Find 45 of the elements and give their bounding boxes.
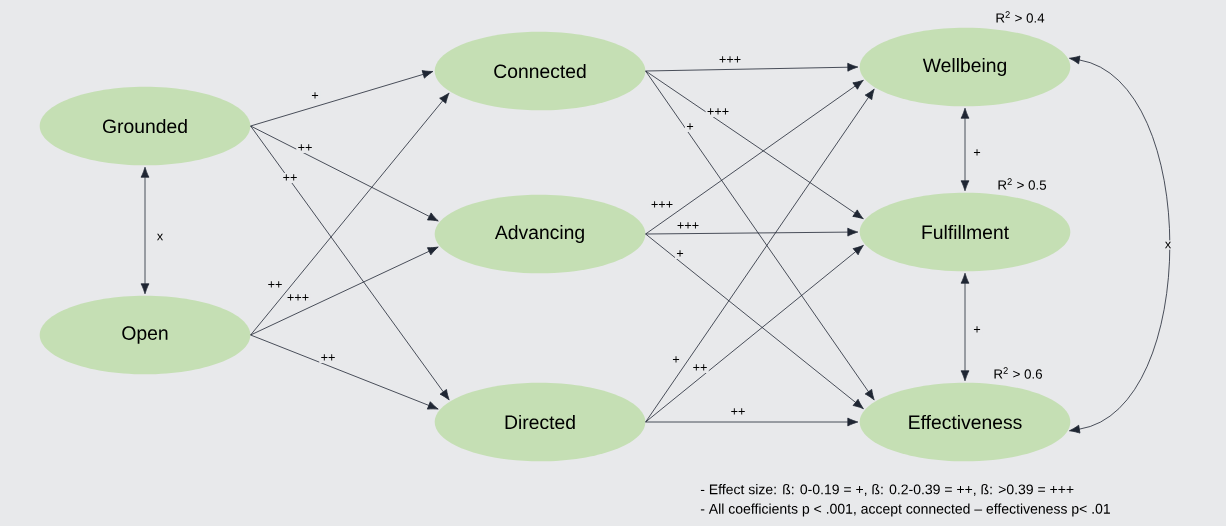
- arrow: [250, 92, 450, 336]
- edge-label: +++: [285, 293, 311, 303]
- note-text: - All coefficients p < .001, accept connected – effectiveness p< .01: [700, 503, 1110, 517]
- edge-label: ++: [319, 353, 337, 363]
- arrow: [140, 166, 150, 295]
- arrow: [1069, 55, 1171, 434]
- ellipse-node: Fulfillment: [859, 192, 1071, 272]
- edge-label: ++: [691, 363, 709, 373]
- edge-label: +: [310, 91, 321, 101]
- ellipse-node: Advancing: [434, 194, 646, 274]
- edge-label: +++: [705, 107, 731, 117]
- arrow: [250, 70, 434, 127]
- ellipse-node: Directed: [434, 382, 646, 462]
- note-text: - Effect size: ß: 0-0.19 = +, ß: 0.2-0.39 = ++, ß: >0.39 = +++: [700, 484, 1074, 496]
- r-squared-label: R$^{2}$ > 0.4: [996, 11, 1045, 23]
- ellipse-node: Open: [39, 295, 251, 375]
- ellipse-node: Effectiveness: [859, 382, 1071, 462]
- arrow: [250, 125, 439, 222]
- ellipse-node: Wellbeing: [859, 27, 1071, 107]
- edge-label: +: [685, 122, 696, 132]
- edge-label: +: [675, 249, 686, 259]
- r-squared-label: R$^{2}$ > 0.6: [994, 367, 1043, 379]
- edge-label: +: [972, 325, 983, 335]
- arrow: [250, 246, 439, 336]
- arrow: [960, 272, 970, 382]
- edge-label: +: [972, 148, 983, 158]
- arrow: [645, 227, 859, 237]
- edge-label: x: [155, 232, 165, 242]
- edge-label: +: [671, 355, 682, 365]
- arrow: [645, 62, 859, 72]
- edge-label: ++: [296, 143, 314, 153]
- edge-label: ++: [266, 280, 284, 290]
- edge-label: +++: [717, 55, 743, 65]
- r-squared-label: R$^{2}$ > 0.5: [998, 178, 1047, 190]
- ellipse-node: Connected: [434, 31, 646, 111]
- arrow: [960, 107, 970, 192]
- edge-label: ++: [281, 173, 299, 183]
- ellipse-node: Grounded: [39, 86, 251, 166]
- arrow: [250, 125, 450, 401]
- edge-label: x: [1163, 240, 1173, 250]
- edge-label: +++: [649, 200, 675, 210]
- arrow: [250, 334, 439, 410]
- edge-label: ++: [729, 407, 747, 417]
- arrow: [645, 417, 859, 427]
- edge-label: +++: [675, 221, 701, 231]
